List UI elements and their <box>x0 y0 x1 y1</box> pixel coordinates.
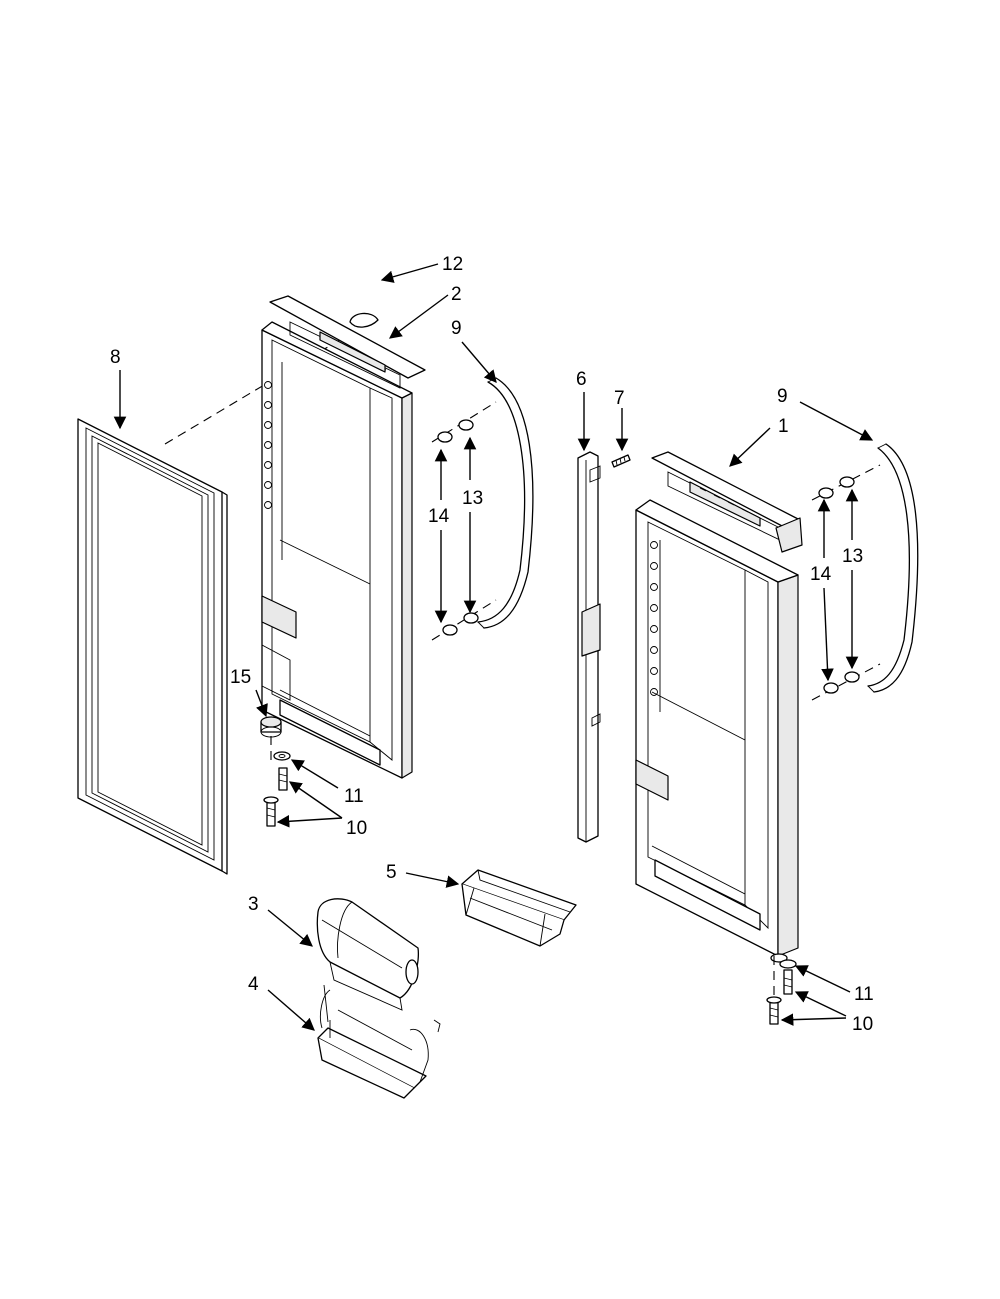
handle-screw-icon <box>811 464 881 701</box>
callout-13: 13 <box>462 488 483 509</box>
screw-icon <box>766 969 793 1025</box>
callout-4: 4 <box>248 974 259 995</box>
callout-5: 5 <box>386 862 397 883</box>
callout-11: 11 <box>854 984 874 1005</box>
callout-7: 7 <box>614 388 625 409</box>
callout-labels: 12 2 9 8 14 13 6 7 9 1 14 13 15 11 10 5 … <box>110 254 874 1035</box>
callout-13: 13 <box>842 546 863 567</box>
callout-14: 14 <box>810 564 832 585</box>
gasket-dashed-line <box>164 334 349 445</box>
washer-icon <box>273 751 291 761</box>
trim-strip-icon <box>577 451 601 843</box>
callout-9: 9 <box>777 386 788 407</box>
lens-icon <box>349 312 379 328</box>
hinge-bushing-icon <box>260 716 282 738</box>
door-bin-icon <box>461 869 577 947</box>
leader-lines <box>113 263 874 1031</box>
screw-icon <box>263 767 288 827</box>
callout-1: 1 <box>778 416 789 437</box>
door-gasket-icon <box>77 418 228 875</box>
callout-12: 12 <box>442 254 463 275</box>
callout-10: 10 <box>346 818 367 839</box>
trim-screw-icon <box>611 454 631 468</box>
callout-9: 9 <box>451 318 462 339</box>
callout-3: 3 <box>248 894 259 915</box>
callout-6: 6 <box>576 369 587 390</box>
callout-11: 11 <box>344 786 364 807</box>
callout-15: 15 <box>230 667 251 688</box>
top-cap-icon <box>269 295 426 389</box>
callout-8: 8 <box>110 347 121 368</box>
washer-icon <box>770 953 797 969</box>
door-bin-icon <box>317 984 441 1099</box>
bin-cover-icon <box>316 898 420 1011</box>
callout-2: 2 <box>451 284 462 305</box>
handle-screw-icon <box>431 401 497 641</box>
door-liner-icon <box>261 321 413 779</box>
door-liner-icon <box>635 499 799 957</box>
door-handle-icon <box>867 443 919 693</box>
door-handle-icon <box>477 377 534 629</box>
callout-10: 10 <box>852 1014 873 1035</box>
callout-14: 14 <box>428 506 450 527</box>
top-cap-icon <box>651 451 803 553</box>
